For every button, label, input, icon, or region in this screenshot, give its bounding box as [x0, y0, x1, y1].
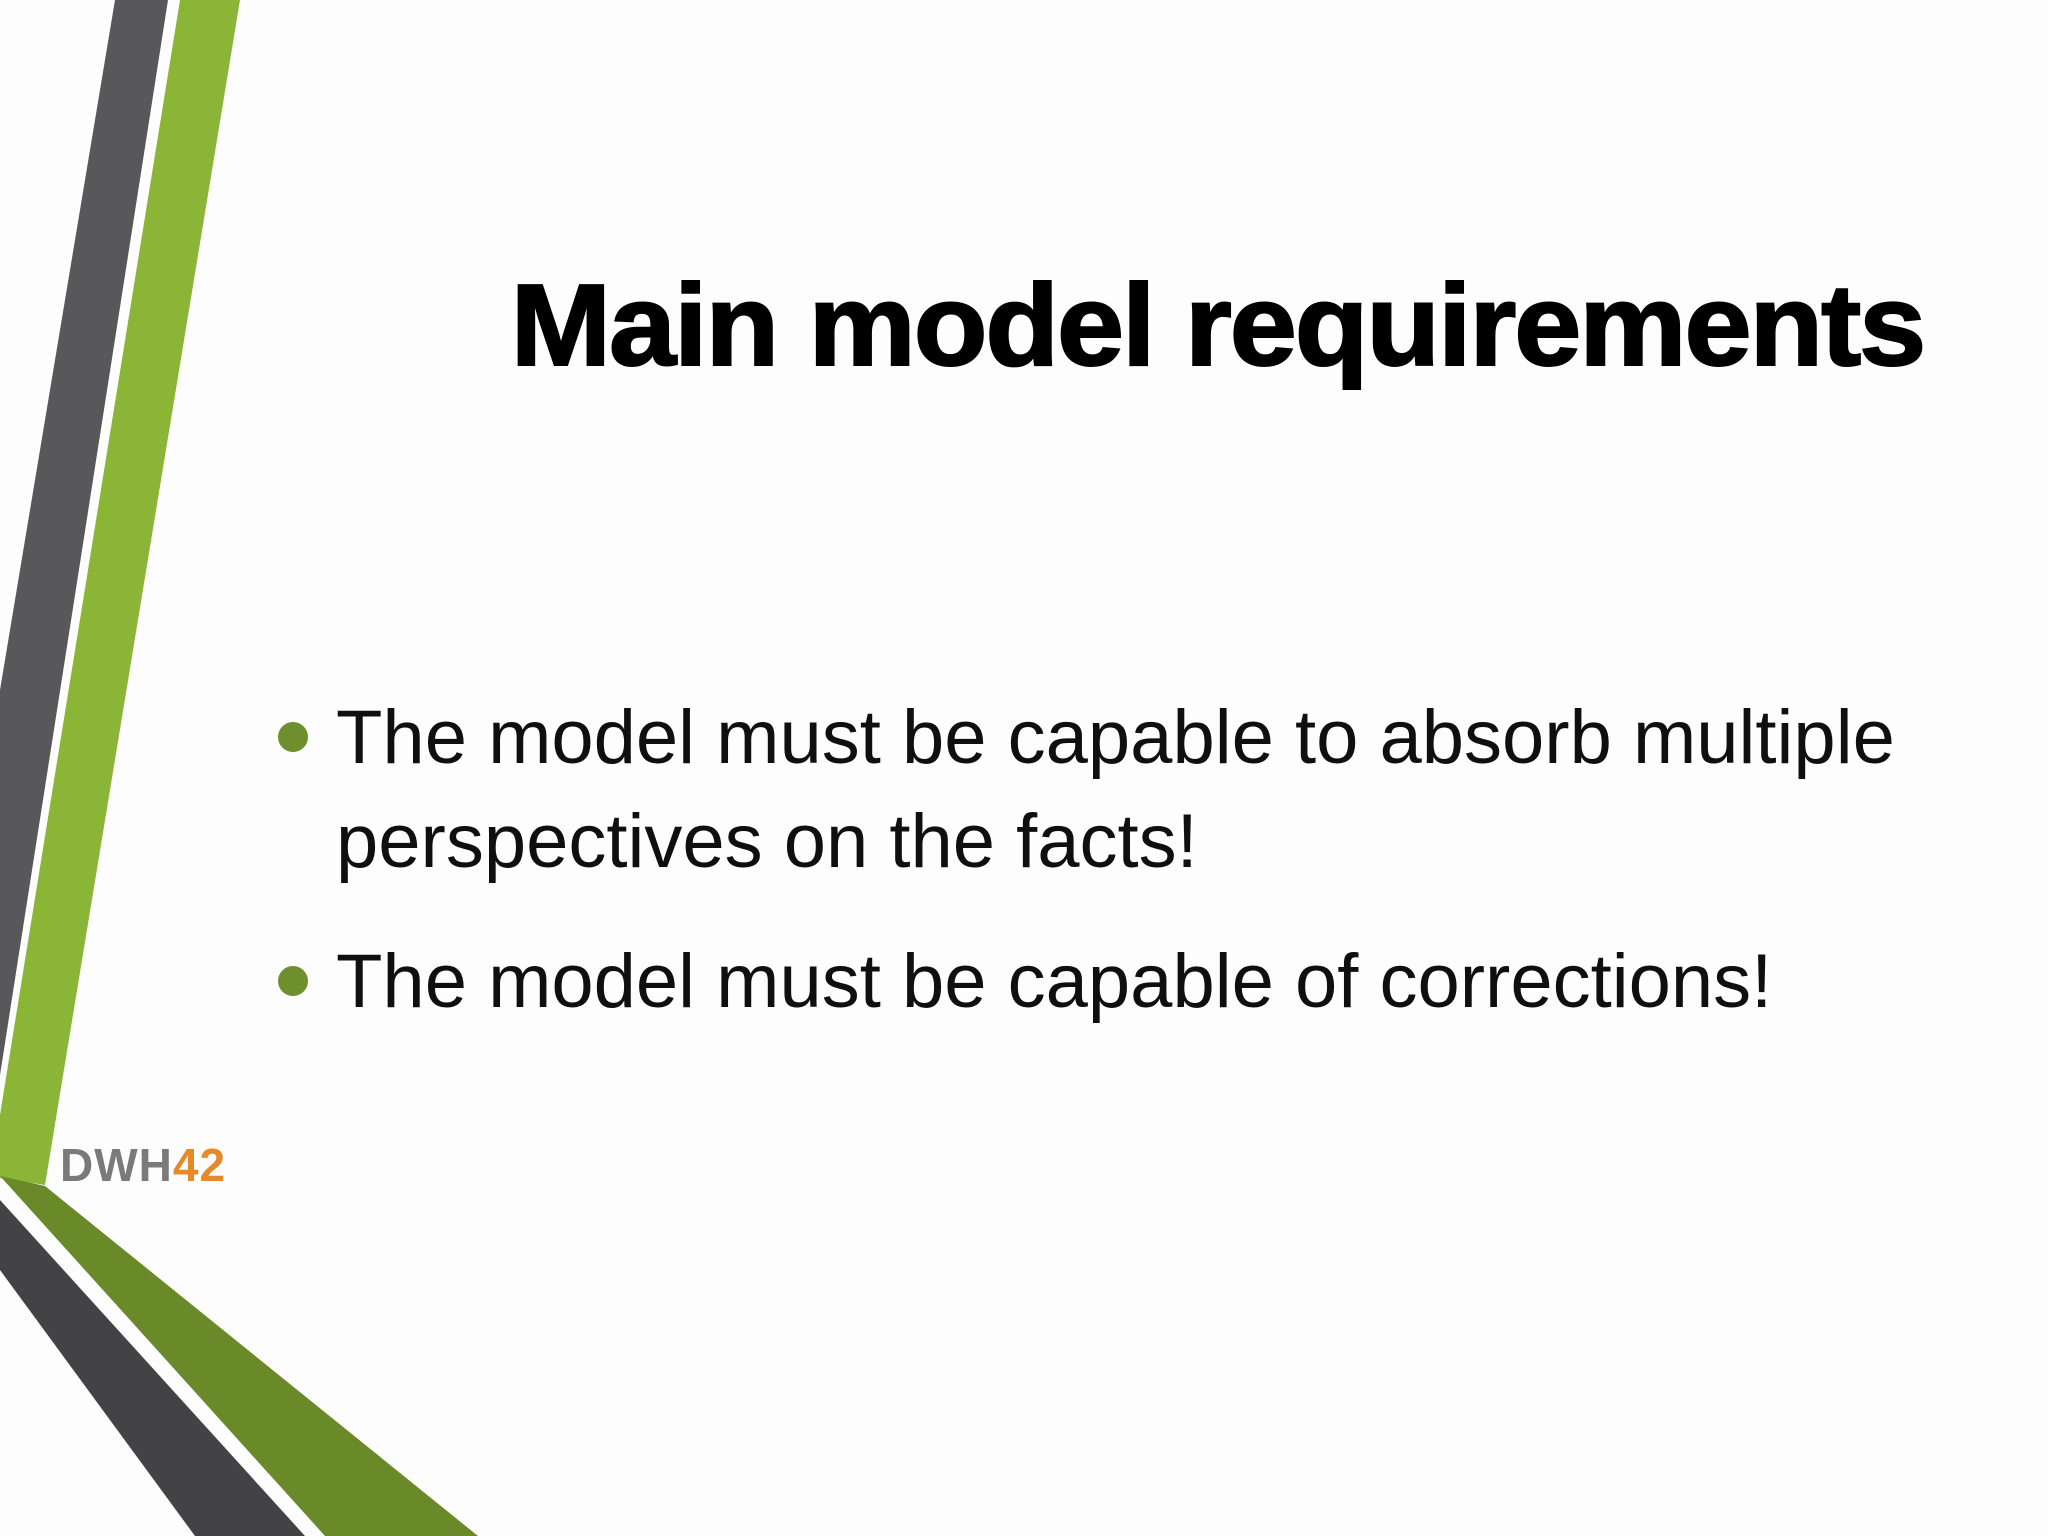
dwh42-logo: DWH42: [60, 1138, 226, 1192]
logo-prefix: DWH: [60, 1139, 173, 1191]
green-stripe: [0, 0, 240, 1185]
gray-stripe: [0, 0, 168, 1075]
green-band: [0, 1176, 478, 1536]
bullet-dot-icon: [278, 966, 308, 996]
bullet-text: The model must be capable to absorb mult…: [336, 695, 1895, 884]
bullet-item: The model must be capable to absorb mult…: [272, 686, 1912, 894]
gray-band: [0, 1200, 305, 1536]
logo-suffix: 42: [172, 1139, 227, 1191]
bullet-item: The model must be capable of corrections…: [272, 930, 1912, 1034]
bullet-dot-icon: [278, 722, 308, 752]
slide-title: Main model requirements: [509, 260, 1927, 390]
bullet-text: The model must be capable of corrections…: [336, 939, 1773, 1024]
bullet-list: The model must be capable to absorb mult…: [272, 686, 1912, 1070]
